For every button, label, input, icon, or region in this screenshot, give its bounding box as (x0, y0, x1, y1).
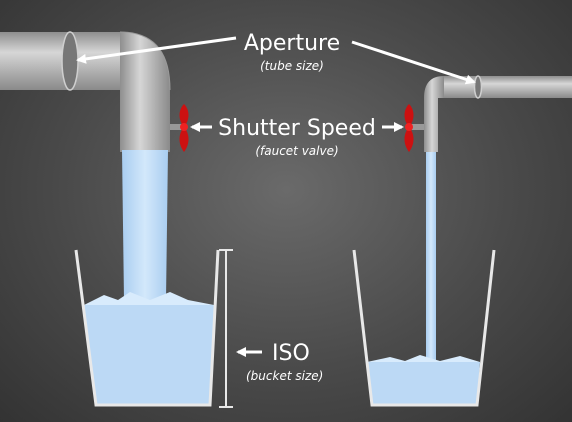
aperture-label: Aperture (244, 31, 340, 56)
aperture-arrow-left (76, 36, 237, 64)
left-faucet-valve (170, 104, 189, 152)
large-water-stream (122, 150, 168, 300)
aperture-arrow-right (351, 40, 476, 85)
small-pipe (424, 75, 572, 152)
annotation-arrows (76, 36, 476, 357)
iso-measure-bar (219, 249, 233, 408)
right-faucet-valve (404, 104, 424, 152)
large-bucket (74, 249, 220, 407)
small-bucket (352, 249, 496, 407)
small-pipe-opening (473, 75, 483, 99)
iso-note: (bucket size) (246, 369, 323, 383)
aperture-note: (tube size) (260, 59, 324, 73)
large-pipe (0, 31, 171, 152)
shutter-speed-label: Shutter Speed (218, 116, 376, 141)
small-water-stream (426, 152, 436, 362)
large-pipe-opening (61, 31, 79, 91)
iso-label: ISO (272, 341, 310, 366)
shutter-speed-note: (faucet valve) (255, 144, 338, 158)
